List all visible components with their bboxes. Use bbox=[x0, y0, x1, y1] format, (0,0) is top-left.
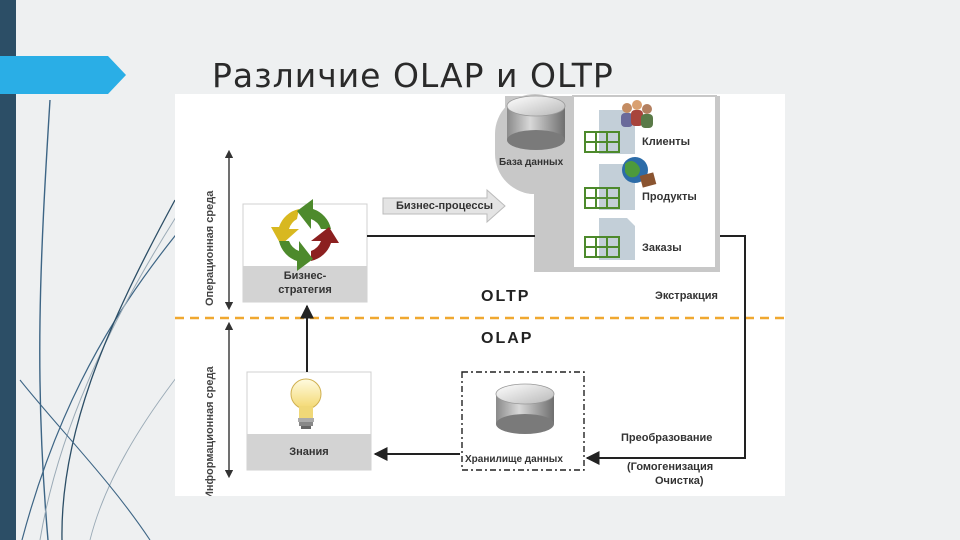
diagram-graphics bbox=[175, 94, 785, 479]
business-processes-label: Бизнес-процессы bbox=[396, 200, 493, 212]
lightbulb-icon bbox=[290, 378, 322, 429]
document-icon bbox=[599, 218, 635, 260]
globe-icon bbox=[622, 157, 657, 188]
clients-label: Клиенты bbox=[642, 136, 691, 148]
extraction-flow-line bbox=[585, 235, 746, 465]
business-strategy-label-1: Бизнес- bbox=[283, 270, 327, 282]
transformation-label: Преобразование bbox=[621, 432, 713, 444]
database-icon bbox=[506, 95, 566, 150]
business-processes-arrow bbox=[382, 188, 506, 224]
homogenization-label-1: (Гомогенизация bbox=[627, 461, 714, 473]
decorative-lines bbox=[19, 99, 240, 540]
left-accent-bar bbox=[0, 0, 16, 540]
database-label: База данных bbox=[499, 157, 564, 168]
slide-title: Различие OLAP и OLTP bbox=[212, 56, 614, 95]
knowledge-label: Знания bbox=[289, 446, 329, 458]
orders-label: Заказы bbox=[642, 242, 682, 254]
informational-environment-label: Информационная среда bbox=[204, 366, 216, 496]
olap-zone-label: OLAP bbox=[481, 330, 534, 347]
oltp-zone-label: OLTP bbox=[481, 288, 531, 305]
olap-oltp-diagram: Операционная среда Информационная среда … bbox=[175, 94, 785, 496]
products-label: Продукты bbox=[642, 191, 697, 203]
homogenization-label-2: Очистка) bbox=[655, 475, 704, 487]
warehouse-icon bbox=[495, 383, 555, 434]
arrow-tab-icon bbox=[0, 56, 126, 94]
cycle-icon bbox=[271, 199, 339, 271]
extraction-label: Экстракция bbox=[655, 290, 718, 302]
business-strategy-label-2: стратегия bbox=[278, 284, 332, 296]
table-icon bbox=[584, 236, 620, 258]
operational-environment-label: Операционная среда bbox=[204, 190, 216, 306]
people-icon bbox=[621, 100, 653, 128]
table-icon bbox=[584, 131, 620, 153]
data-warehouse-label: Хранилище данных bbox=[465, 454, 563, 465]
table-icon bbox=[584, 187, 620, 209]
